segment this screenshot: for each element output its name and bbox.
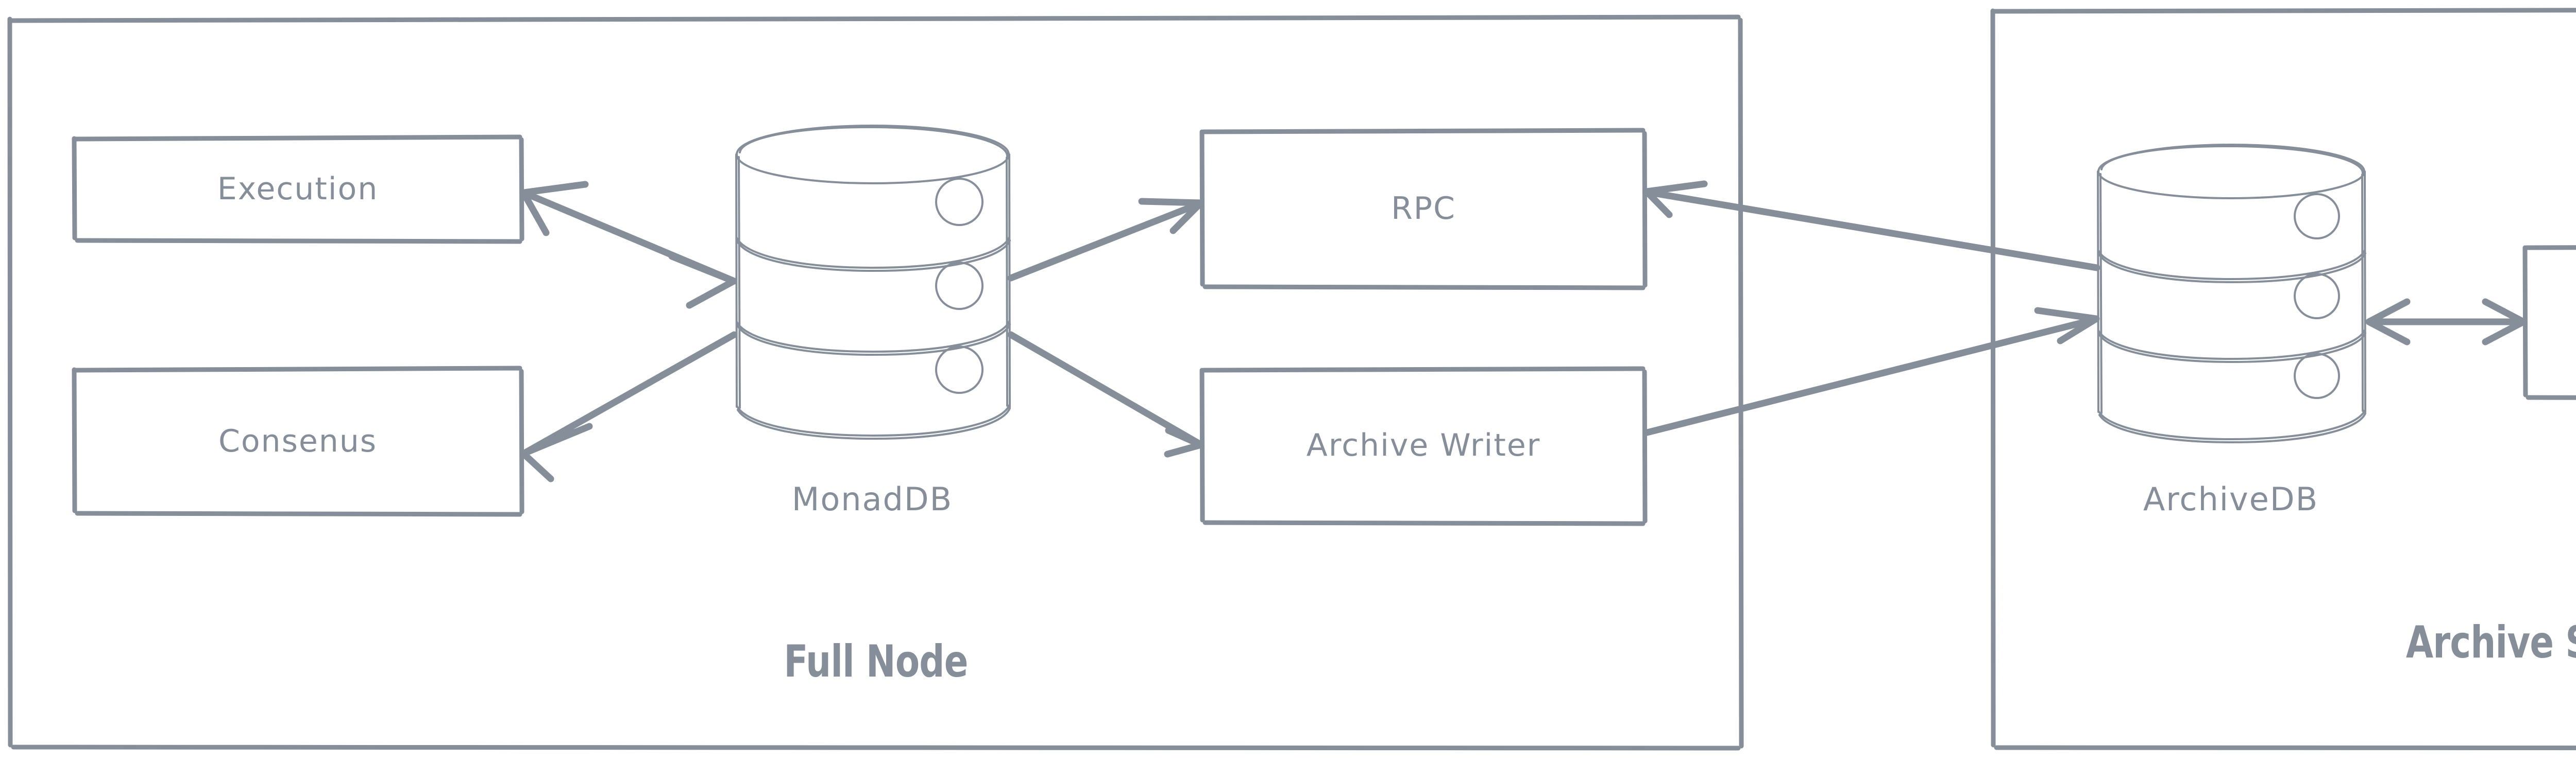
node-shape-indexer xyxy=(2522,245,2576,400)
edge-monaddb-rpc xyxy=(1007,198,1205,282)
node-shape-consensus xyxy=(72,366,524,517)
group-container-full-node xyxy=(7,14,1744,751)
edge-monaddb-consensus xyxy=(520,331,738,482)
edge-execution-monaddb xyxy=(520,181,738,309)
group-container-archive-server xyxy=(1990,8,2576,751)
node-shape-execution xyxy=(72,134,524,244)
edge-monaddb-archive-writer xyxy=(1007,331,1205,458)
node-shape-monaddb xyxy=(735,125,1011,440)
node-shape-rpc xyxy=(1199,128,1648,290)
node-shape-archive-writer xyxy=(1199,366,1648,526)
edge-archive-writer-archivedb xyxy=(1643,307,2100,436)
node-shape-archivedb xyxy=(2097,144,2366,443)
edge-archivedb-indexer xyxy=(2365,298,2527,345)
edge-archivedb-rpc xyxy=(1643,180,2100,271)
